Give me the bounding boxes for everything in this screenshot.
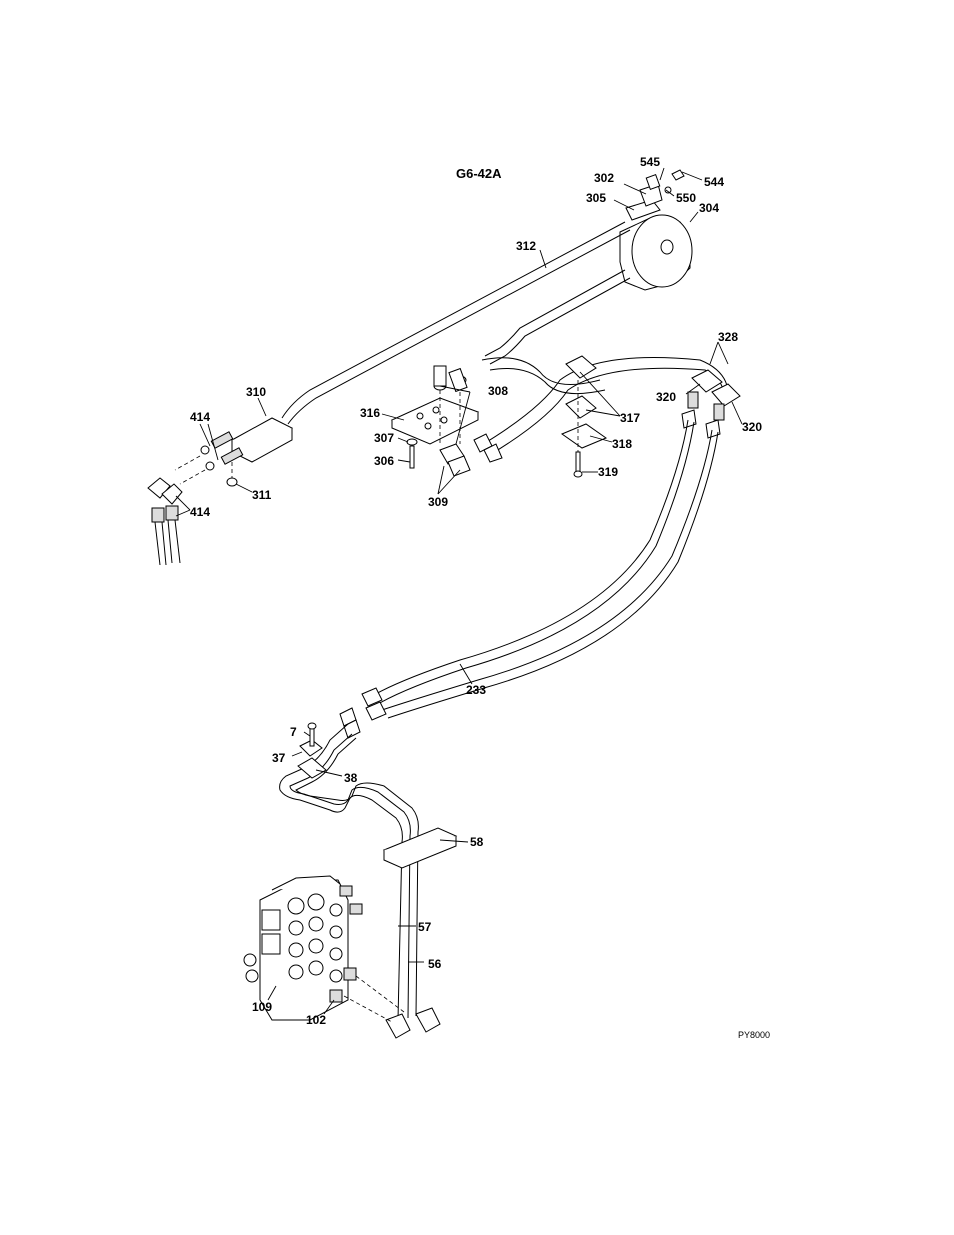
callout-544: 544 xyxy=(704,175,724,189)
callout-304: 304 xyxy=(699,201,719,215)
callout-550: 550 xyxy=(676,191,696,205)
leader-lines xyxy=(175,167,743,1015)
callout-320-right: 320 xyxy=(742,420,762,434)
fitting-block-310 xyxy=(174,417,294,487)
callout-7: 7 xyxy=(290,725,297,739)
callout-318: 318 xyxy=(612,437,632,451)
control-valve-109 xyxy=(243,875,405,1023)
callout-545: 545 xyxy=(640,155,660,169)
callout-57: 57 xyxy=(418,920,432,934)
callout-233: 233 xyxy=(466,683,486,697)
pipes-56-57 xyxy=(279,707,458,1039)
reel-drum-assembly xyxy=(619,169,693,291)
callout-328: 328 xyxy=(718,330,738,344)
callout-306: 306 xyxy=(374,454,394,468)
callout-414-lower: 414 xyxy=(190,505,210,519)
callout-309: 309 xyxy=(428,495,448,509)
callout-labels: 545 544 302 550 305 304 312 328 308 320 … xyxy=(190,155,762,1027)
callout-37: 37 xyxy=(272,751,286,765)
callout-56: 56 xyxy=(428,957,442,971)
callout-102: 102 xyxy=(306,1013,326,1027)
callout-312: 312 xyxy=(516,239,536,253)
fittings-320 xyxy=(681,369,741,439)
callout-38: 38 xyxy=(344,771,358,785)
callout-317: 317 xyxy=(620,411,640,425)
callout-311: 311 xyxy=(252,488,272,502)
drawing-code: PY8000 xyxy=(738,1030,770,1040)
callout-307: 307 xyxy=(374,431,394,445)
hose-328 xyxy=(473,357,729,463)
callout-58: 58 xyxy=(470,835,484,849)
callout-308: 308 xyxy=(488,384,508,398)
callout-109: 109 xyxy=(252,1000,272,1014)
elbow-fittings-414 xyxy=(147,477,183,566)
callout-310: 310 xyxy=(246,385,266,399)
callout-302: 302 xyxy=(594,171,614,185)
callout-414-upper: 414 xyxy=(190,410,210,424)
hose-233 xyxy=(361,419,719,721)
figure-id: G6-42A xyxy=(456,166,502,181)
callout-320-left: 320 xyxy=(656,390,676,404)
hose-312 xyxy=(281,221,631,425)
clamp-317 xyxy=(560,355,608,478)
callout-316: 316 xyxy=(360,406,380,420)
callout-305: 305 xyxy=(586,191,606,205)
callout-319: 319 xyxy=(598,465,618,479)
bracket-316 xyxy=(390,365,480,477)
